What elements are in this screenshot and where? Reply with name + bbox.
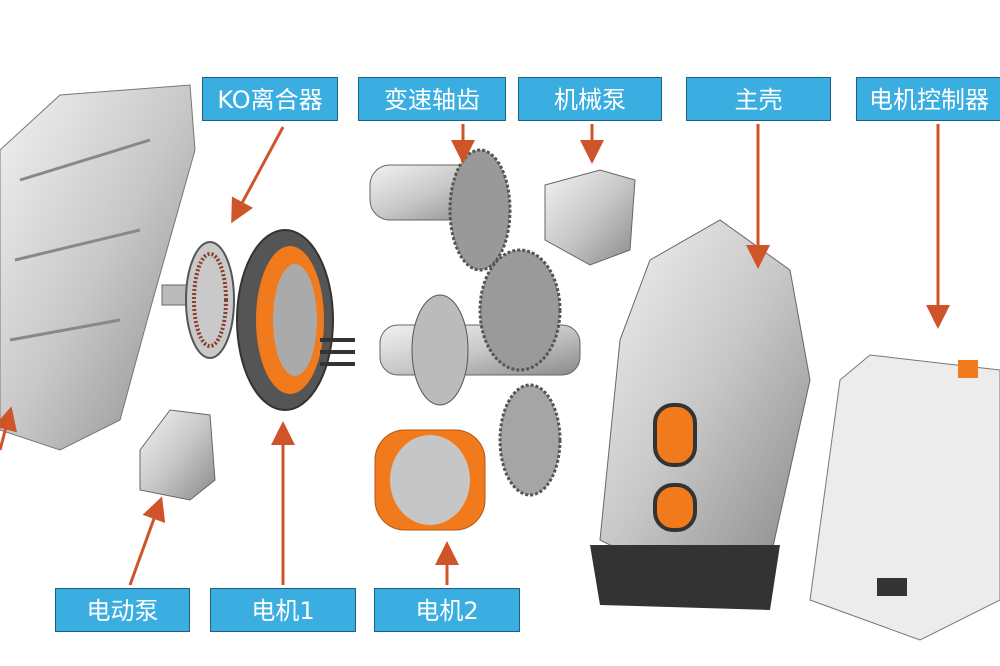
- label-electric-pump: 电动泵: [55, 588, 190, 632]
- gear-shafts-part: [369, 148, 581, 497]
- mechanical-pump-part: [544, 169, 636, 266]
- arrow-ko-clutch: [231, 126, 285, 224]
- label-mechanical-pump: 机械泵: [518, 77, 662, 121]
- main-housing-part: [590, 219, 811, 610]
- electric-pump-part: [139, 409, 216, 501]
- label-ko-clutch: KO离合器: [202, 77, 338, 121]
- label-transmission-gears: 变速轴齿: [358, 77, 506, 121]
- label-motor1: 电机1: [210, 588, 356, 632]
- arrow-electric-pump: [128, 496, 166, 586]
- motor1-part: [236, 229, 355, 411]
- motor-controller-part: [809, 354, 1000, 641]
- motor2-part: [374, 429, 486, 531]
- label-main-housing: 主壳: [686, 77, 831, 121]
- label-motor2: 电机2: [374, 588, 520, 632]
- label-motor-controller: 电机控制器: [856, 77, 1000, 121]
- arrow-left-edge: [0, 406, 18, 451]
- ko-clutch-part: [161, 241, 235, 359]
- transmission-case-left: [0, 84, 196, 451]
